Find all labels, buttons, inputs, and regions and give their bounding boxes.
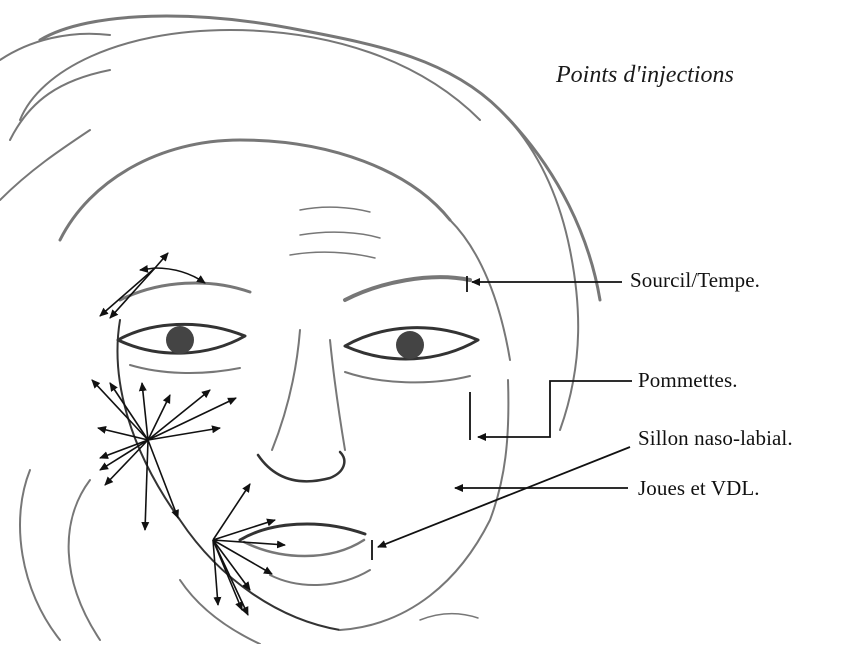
forehead-lines: [290, 207, 380, 258]
face-outline: [20, 320, 508, 644]
signature-mark: [420, 614, 478, 620]
nose: [258, 330, 345, 481]
eyebrows: [120, 277, 470, 300]
temple-injection-arrows: [100, 253, 205, 318]
label-sillon-naso-labial: Sillon naso-labial.: [638, 426, 793, 451]
label-joues-vdl: Joues et VDL.: [638, 476, 760, 501]
hair-sketch: [0, 16, 600, 430]
label-sourcil-tempe: Sourcil/Tempe.: [630, 268, 760, 293]
leader-pommettes: [478, 381, 632, 437]
label-pommettes: Pommettes.: [638, 368, 738, 393]
diagram-title: Points d'injections: [556, 62, 734, 89]
mouth: [240, 524, 370, 585]
lip-injection-arrows: [213, 484, 285, 615]
cheek-injection-arrows: [92, 380, 236, 530]
